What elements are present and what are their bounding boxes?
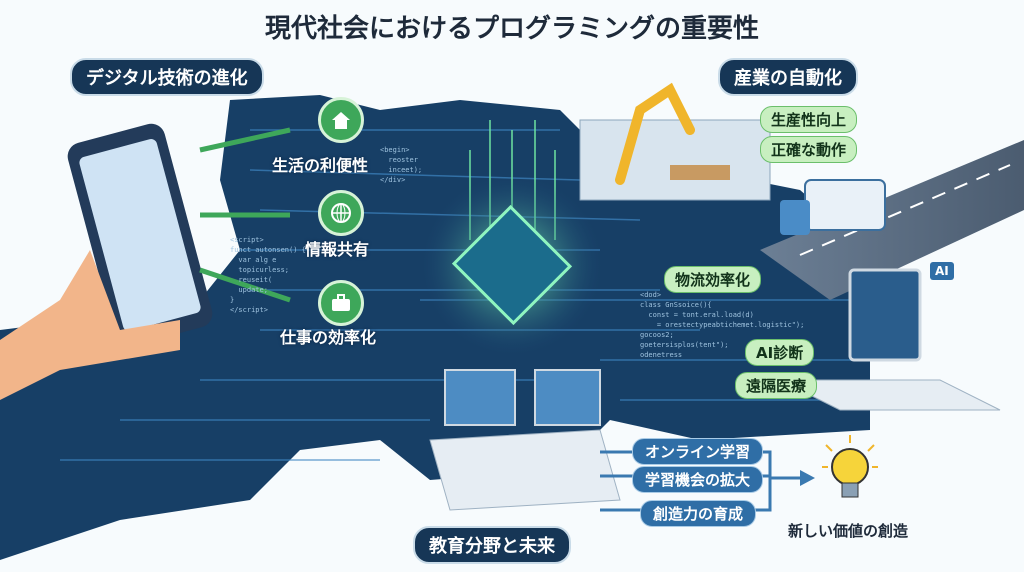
home-icon <box>318 97 364 143</box>
briefcase-icon <box>318 280 364 326</box>
education-monitor-1 <box>444 369 516 426</box>
road <box>760 140 1024 300</box>
label-telemedicine: 遠隔医療 <box>735 372 818 399</box>
code-snippet-right: <dod> class GnSsoice(){ const = tont.era… <box>640 291 805 359</box>
globe-icon <box>318 190 364 236</box>
hand <box>0 250 180 400</box>
ai-badge: AI <box>930 262 954 280</box>
page-title: 現代社会におけるプログラミングの重要性 <box>264 14 759 44</box>
label-productivity: 生産性向上 <box>760 106 858 133</box>
education-monitor-2 <box>534 369 601 426</box>
arrow-3 <box>199 267 291 303</box>
cpu-chip <box>451 204 573 326</box>
label-learning-opportunities: 学習機会の拡大 <box>632 466 764 493</box>
truck-cab <box>780 200 810 235</box>
label-ai-diagnosis: AI診断 <box>745 339 815 366</box>
code-snippet-left: <script> funct autonsen() { var alg e to… <box>230 236 306 314</box>
new-value-caption: 新しい価値の創造 <box>788 522 909 540</box>
arrow-head-icon <box>800 470 815 486</box>
phone-screen <box>79 139 201 331</box>
label-info-sharing: 情報共有 <box>305 240 370 259</box>
truck <box>804 179 886 231</box>
label-logistics: 物流効率化 <box>664 266 762 293</box>
label-creativity: 創造力の育成 <box>640 500 757 527</box>
circuit-board-shape <box>0 95 870 560</box>
conveyor-boxes <box>670 165 730 180</box>
robot-arm <box>615 82 695 185</box>
lightbulb-icon <box>822 435 878 498</box>
label-accurate-operation: 正確な動作 <box>760 136 858 163</box>
arrow-1 <box>199 127 291 153</box>
section-digital-label: デジタル技術の進化 <box>70 58 264 96</box>
desk <box>779 379 1001 411</box>
factory-platform <box>579 119 771 201</box>
label-online-learning: オンライン学習 <box>632 438 764 465</box>
section-industry-label: 産業の自動化 <box>718 58 858 96</box>
code-snippet-top: <begin> reoster inceet); </div> <box>380 146 423 184</box>
section-education-label: 教育分野と未来 <box>413 526 571 564</box>
label-work-efficiency: 仕事の効率化 <box>280 328 377 347</box>
label-convenience: 生活の利便性 <box>272 156 369 175</box>
computer-monitor <box>848 268 922 362</box>
education-desk <box>429 429 621 511</box>
